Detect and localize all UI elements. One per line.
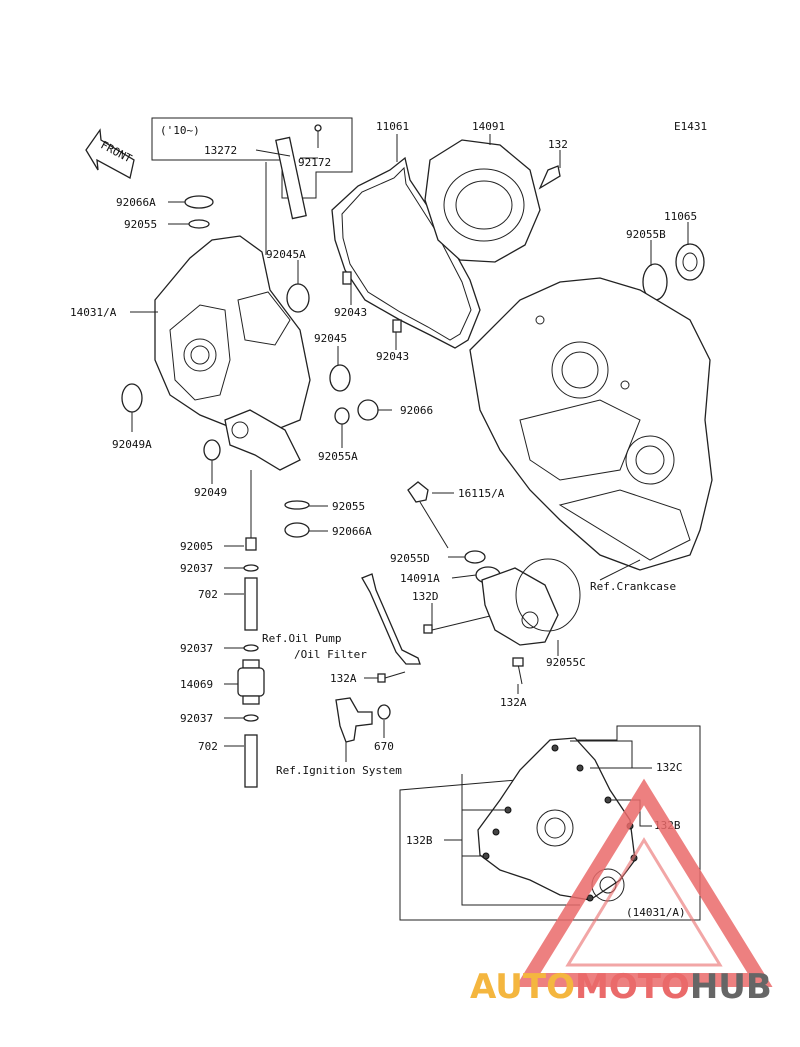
crankcase <box>469 277 713 571</box>
label-702-a: 702 <box>198 588 218 601</box>
label-11065: 11065 <box>664 210 697 223</box>
watermark-triangle <box>515 778 773 987</box>
label-132: 132 <box>548 138 568 151</box>
label-670: 670 <box>374 740 394 753</box>
label-132A-b: 132A <box>500 696 527 709</box>
diagram-code: E1431 <box>674 120 707 133</box>
label-132D: 132D <box>412 590 439 603</box>
watermark-auto: AUTO <box>470 967 575 1007</box>
label-13272: 13272 <box>204 144 237 157</box>
oring-92055C <box>515 558 581 632</box>
bearing-92045 <box>329 364 351 392</box>
watermark-moto: MOTO <box>575 967 690 1007</box>
label-92037-a: 92037 <box>180 562 213 575</box>
label-14069: 14069 <box>180 678 213 691</box>
leader-lines <box>130 134 689 762</box>
label-132C: 132C <box>656 761 683 774</box>
label-92066A-top: 92066A <box>116 196 156 209</box>
label-92055D: 92055D <box>390 552 430 565</box>
watermark-hub: HUB <box>690 967 772 1007</box>
washer-92066A <box>184 195 214 209</box>
label-14091: 14091 <box>472 120 505 133</box>
ref-ignition-system: Ref.Ignition System <box>276 764 402 777</box>
oring-92055 <box>188 219 210 229</box>
label-16115A: 16115/A <box>458 487 505 500</box>
plate-14091 <box>424 139 541 263</box>
plug-92066A <box>284 522 310 538</box>
label-92043-a: 92043 <box>334 306 367 319</box>
label-92055A: 92055A <box>318 450 358 463</box>
label-92037-c: 92037 <box>180 712 213 725</box>
dowel-92043-a <box>342 271 352 285</box>
seal-92049 <box>203 439 221 461</box>
part-labels: E1431 13272 92172 11061 14091 132 11065 … <box>70 120 707 919</box>
label-92055C: 92055C <box>546 656 586 669</box>
seal-92049A <box>121 383 143 413</box>
label-702-b: 702 <box>198 740 218 753</box>
cover-14091A <box>475 566 559 646</box>
label-92055B: 92055B <box>626 228 666 241</box>
label-92045: 92045 <box>314 332 347 345</box>
watermark: AUTOMOTOHUB <box>470 778 773 1007</box>
cover-14031A <box>154 235 311 471</box>
label-92066A-mid: 92066A <box>332 525 372 538</box>
label-92045A: 92045A <box>266 248 306 261</box>
oring-92055D <box>464 550 486 564</box>
bolt-132A-left <box>377 671 406 683</box>
label-92049: 92049 <box>194 486 227 499</box>
bolt-132 <box>538 165 561 190</box>
label-92172: 92172 <box>298 156 331 169</box>
seal-11065 <box>675 243 705 281</box>
label-14031A: 14031/A <box>70 306 117 319</box>
label-14031A-inset: (14031/A) <box>626 906 686 919</box>
label-92055-mid: 92055 <box>332 500 365 513</box>
oring-92055A <box>334 407 350 425</box>
ref-crankcase: Ref.Crankcase <box>590 580 676 593</box>
label-132A-a: 132A <box>330 672 357 685</box>
label-92066: 92066 <box>400 404 433 417</box>
variant-note: ('10~) <box>160 124 200 137</box>
oil-pipe <box>361 573 421 665</box>
label-14091A: 14091A <box>400 572 440 585</box>
label-132B-left: 132B <box>406 834 433 847</box>
dipstick-16115A <box>407 481 449 549</box>
label-11061: 11061 <box>376 120 409 133</box>
bolt-132D <box>423 615 491 634</box>
variant-box: ('10~) <box>151 117 353 220</box>
gasket-11061 <box>331 156 481 349</box>
svg-text:AUTOMOTOHUB: AUTOMOTOHUB <box>470 967 772 1007</box>
label-92055-top: 92055 <box>124 218 157 231</box>
dowel-92043-b <box>392 319 402 333</box>
label-92037-b: 92037 <box>180 642 213 655</box>
label-92049A: 92049A <box>112 438 152 451</box>
bearing-92045A <box>286 283 310 313</box>
plug-92066 <box>357 399 379 421</box>
oring-92055-mid <box>284 500 310 510</box>
ref-oil-pump-2: /Oil Filter <box>294 648 367 661</box>
ignition-fitting <box>335 697 373 743</box>
oring-670 <box>377 704 391 720</box>
pipe-stack <box>237 470 265 788</box>
ref-oil-pump-1: Ref.Oil Pump <box>262 632 341 645</box>
bolt-132A-right <box>512 657 524 685</box>
front-arrow: FRONT <box>85 128 135 179</box>
label-92043-b: 92043 <box>376 350 409 363</box>
label-92005: 92005 <box>180 540 213 553</box>
